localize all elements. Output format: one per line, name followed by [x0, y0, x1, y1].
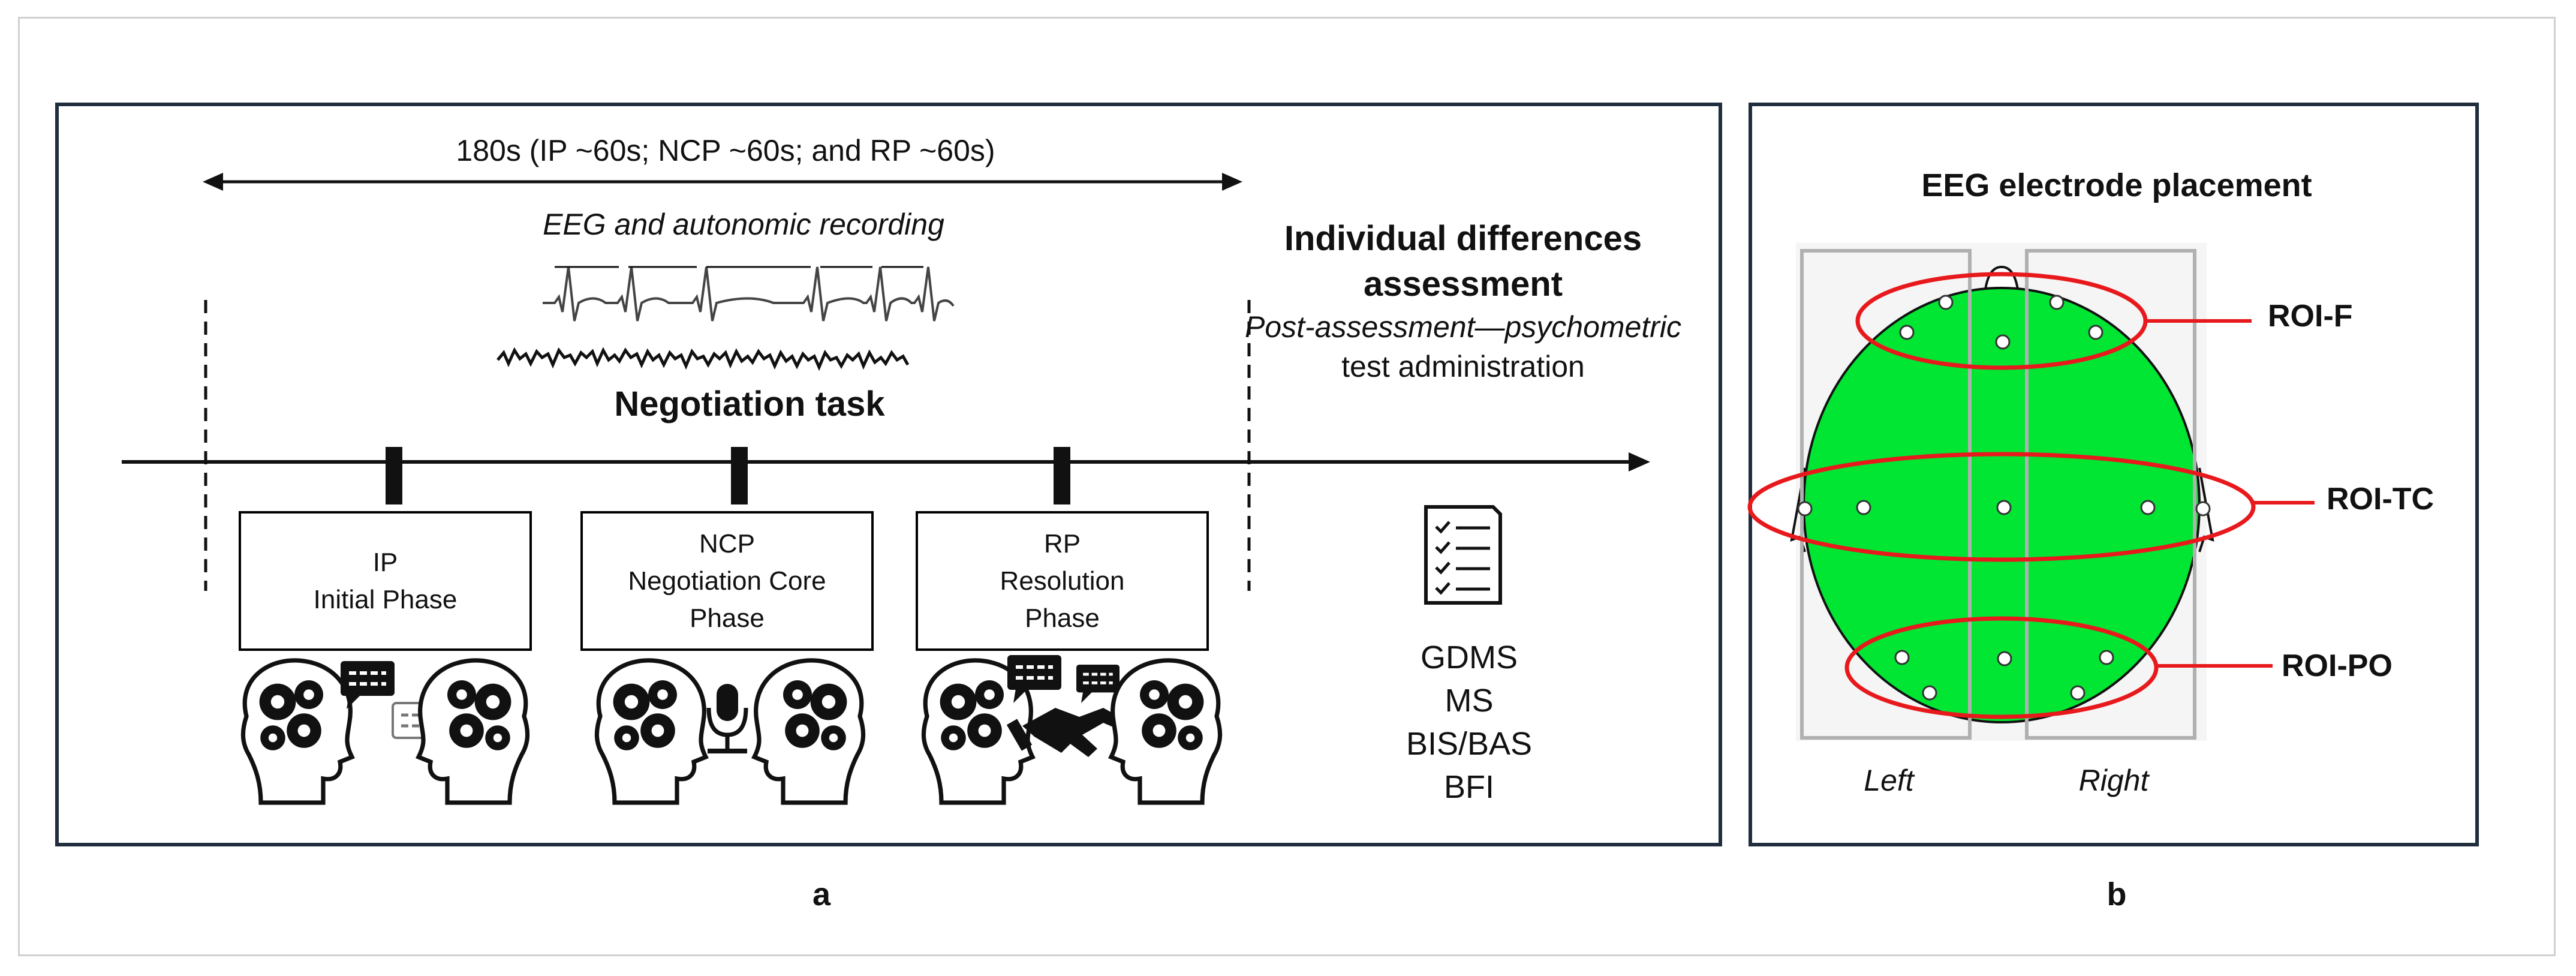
- phase-box-rp: RP Resolution Phase: [916, 511, 1209, 651]
- left-label: Left: [1864, 764, 1914, 797]
- test-list: GDMS MS BIS/BAS BFI: [1379, 636, 1559, 809]
- electrode: [1856, 500, 1871, 515]
- timespan-label: 180s (IP ~60s; NCP ~60s; and RP ~60s): [456, 134, 995, 167]
- roi-po-label: ROI-PO: [2282, 648, 2393, 683]
- right-label: Right: [2078, 764, 2149, 797]
- checklist-icon: [1424, 505, 1502, 605]
- panel-label-b: b: [2106, 876, 2127, 912]
- timeline-arrow: [122, 452, 1650, 472]
- electrode: [2140, 500, 2156, 515]
- task-title: Negotiation task: [614, 385, 885, 424]
- electrode: [1797, 501, 1813, 516]
- phase-box-ncp: NCP Negotiation Core Phase: [580, 511, 874, 651]
- right-hemisphere-box: [2025, 249, 2196, 740]
- assessment-subtitle-italic: Post-assessment—psychometric: [1244, 310, 1681, 344]
- electrode: [1997, 651, 2012, 666]
- eeg-signal: [496, 347, 910, 371]
- microphone-icon: [706, 684, 748, 753]
- left-hemisphere-box: [1800, 249, 1972, 740]
- panel-label-a: a: [812, 876, 831, 912]
- test-item: BFI: [1443, 769, 1494, 805]
- ecg-signal: [543, 266, 955, 322]
- tick-rp: [1054, 447, 1070, 504]
- electrode: [1899, 325, 1915, 340]
- assessment-subtitle: Post-assessment—psychometric test admini…: [1241, 307, 1685, 386]
- tick-ip: [386, 447, 402, 504]
- phase-abbr: NCP: [699, 528, 755, 558]
- tick-ncp: [731, 447, 748, 504]
- electrode: [1894, 650, 1910, 665]
- eeg-title: EEG electrode placement: [1921, 167, 2312, 203]
- electrode: [2049, 295, 2065, 310]
- roi-tc-label: ROI-TC: [2327, 482, 2434, 516]
- phase-abbr: RP: [1043, 528, 1081, 558]
- phase-name: Negotiation Core Phase: [628, 566, 826, 633]
- electrode: [1922, 685, 1937, 701]
- phase-name: Resolution Phase: [1000, 566, 1125, 633]
- electrode: [1996, 500, 2012, 515]
- figure-frame: [18, 17, 2556, 956]
- electrode: [2070, 685, 2086, 701]
- assessment-title: Individual differences assessment: [1284, 219, 1642, 304]
- roi-tc-ellipse: [1747, 452, 2256, 562]
- timespan-arrow: [203, 173, 1242, 191]
- electrode: [2099, 650, 2114, 665]
- roi-f-label: ROI-F: [2268, 299, 2353, 334]
- electrode: [1938, 295, 1954, 310]
- test-item: GDMS: [1421, 639, 1518, 675]
- recording-label: EEG and autonomic recording: [543, 208, 944, 241]
- test-item: MS: [1445, 683, 1494, 719]
- electrode: [2088, 325, 2103, 340]
- test-item: BIS/BAS: [1406, 726, 1533, 762]
- electrodes: [1797, 295, 2211, 701]
- electrode: [1995, 334, 2011, 350]
- electrode: [2195, 501, 2211, 516]
- phase-abbr: IP: [372, 547, 398, 577]
- assessment-subtitle-rest: test administration: [1341, 350, 1585, 383]
- phase-box-ip: IP Initial Phase: [239, 511, 532, 651]
- phase-name: Initial Phase: [313, 584, 458, 614]
